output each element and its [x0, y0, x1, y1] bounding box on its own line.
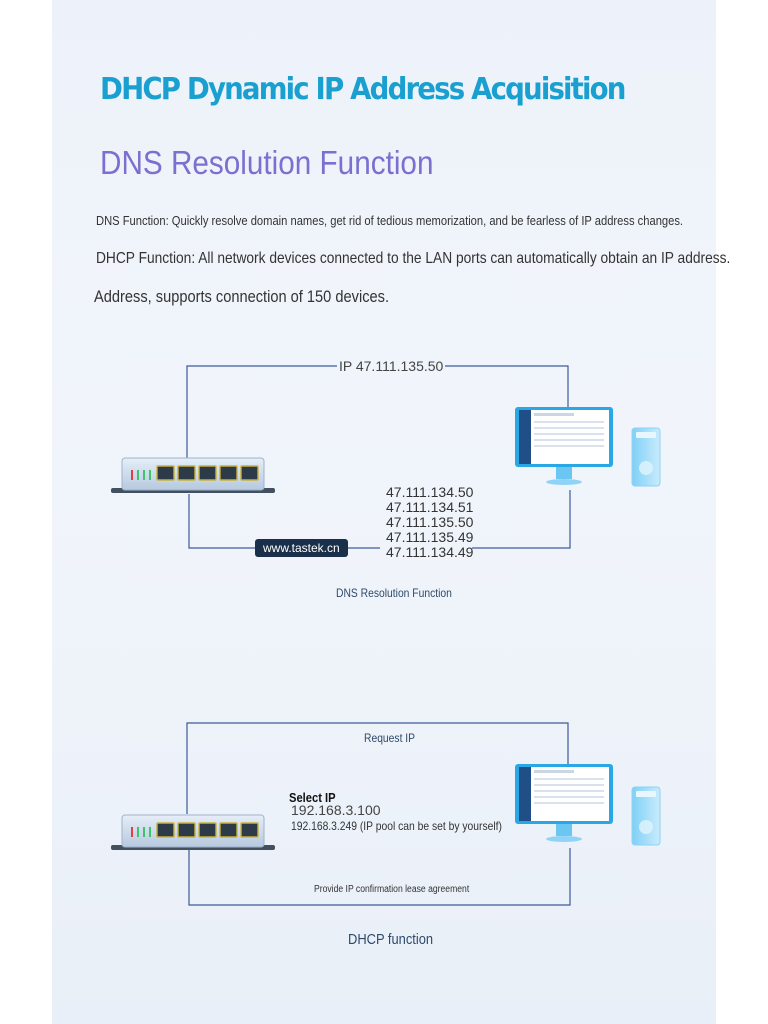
ip-pool-end: 192.168.3.249 (IP pool can be set by you… [291, 819, 502, 833]
dns-connector-lines [186, 365, 571, 549]
dhcp-diagram-caption: DHCP function [348, 931, 434, 948]
dns-diagram-caption: DNS Resolution Function [336, 586, 452, 600]
dns-ip-item: 47.111.135.49 [386, 529, 474, 545]
select-ip-label: Select IP [289, 790, 336, 805]
page-subtitle: DNS Resolution Function [100, 144, 434, 181]
dns-ip-item: 47.111.134.50 [386, 484, 474, 500]
router-icon [111, 814, 275, 850]
dns-ip-item: 47.111.135.50 [386, 514, 474, 530]
dns-ip-item: 47.111.134.51 [386, 499, 474, 515]
page-title: DHCP Dynamic IP Address Acquisition [100, 72, 626, 107]
dhcp-description-continued: Address, supports connection of 150 devi… [94, 287, 390, 306]
dns-ip-list: 47.111.134.50 47.111.134.51 47.111.135.5… [386, 485, 473, 560]
pc-tower-icon [631, 427, 661, 487]
router-icon [111, 457, 275, 493]
monitor-icon [515, 407, 613, 485]
domain-url-chip: www.tastek.cn [255, 539, 348, 557]
request-ip-label: Request IP [364, 731, 416, 745]
pc-tower-icon [631, 786, 661, 846]
dhcp-connector-lines [186, 722, 571, 906]
dns-top-ip-label: IP 47.111.135.50 [337, 358, 446, 374]
dns-description: DNS Function: Quickly resolve domain nam… [96, 213, 684, 228]
lease-agreement-label: Provide IP confirmation lease agreement [314, 884, 470, 895]
dns-ip-item: 47.111.134.49 [386, 544, 474, 560]
dhcp-description: DHCP Function: All network devices conne… [96, 250, 731, 267]
monitor-icon [515, 764, 613, 842]
background-panel [52, 0, 716, 1024]
ip-pool-start: 192.168.3.100 [291, 802, 381, 818]
